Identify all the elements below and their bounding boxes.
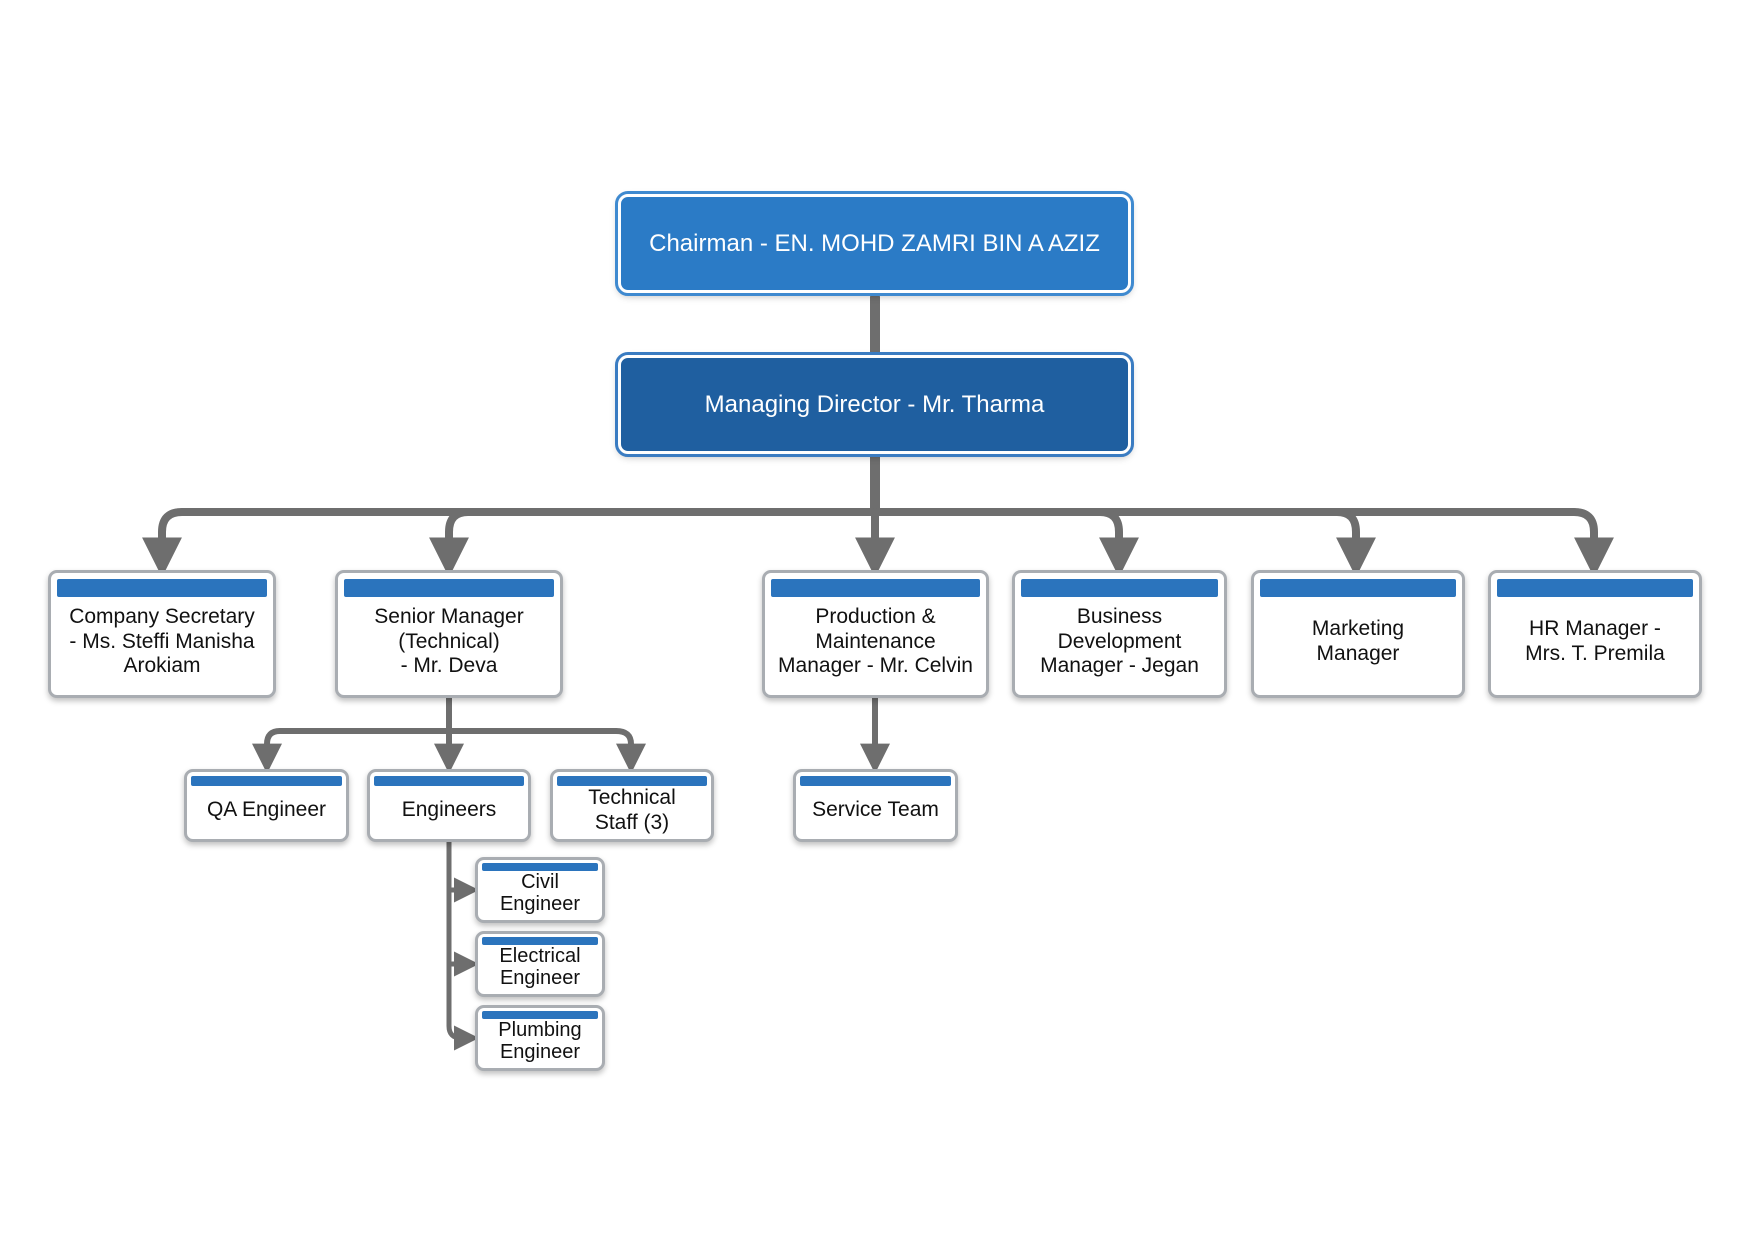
service-team-box: Service Team [793,769,958,842]
electrical-engineer-label: Electrical Engineer [499,944,581,989]
business-development-box: Business Development Manager - Jegan [1012,570,1227,698]
business-development-label: Business Development Manager - Jegan [1040,604,1199,678]
plumbing-engineer-label: Plumbing Engineer [498,1018,582,1063]
senior-manager-label: Senior Manager (Technical) - Mr. Deva [374,604,524,678]
production-manager-label: Production & Maintenance Manager - Mr. C… [778,604,973,678]
electrical-engineer-box: Electrical Engineer [475,931,605,997]
connector-to-technical-staff [613,728,646,774]
connector-to-marketing [1333,508,1376,578]
hr-manager-label: HR Manager - Mrs. T. Premila [1525,617,1665,665]
connector-engineers-trunk [446,839,469,1041]
civil-engineer-label: Civil Engineer [499,870,581,915]
senior-manager-box: Senior Manager (Technical) - Mr. Deva [335,570,563,698]
chairman-box: Chairman - EN. MOHD ZAMRI BIN A AZIZ [615,191,1134,296]
chairman-label: Chairman - EN. MOHD ZAMRI BIN A AZIZ [649,229,1100,257]
connector-to-senior-manager [429,508,472,578]
plumbing-engineer-box: Plumbing Engineer [475,1005,605,1071]
hr-manager-box: HR Manager - Mrs. T. Premila [1488,570,1702,698]
company-secretary-label: Company Secretary - Ms. Steffi Manisha A… [69,604,255,678]
connector-to-qa [252,728,283,774]
managing-director-box: Managing Director - Mr. Tharma [615,352,1134,457]
qa-engineer-box: QA Engineer [184,769,349,842]
connector-to-business-dev [1096,508,1139,578]
company-secretary-box: Company Secretary - Ms. Steffi Manisha A… [48,570,276,698]
engineers-label: Engineers [401,798,497,822]
technical-staff-box: Technical Staff (3) [550,769,714,842]
connector-to-company-secretary [142,508,186,578]
production-manager-box: Production & Maintenance Manager - Mr. C… [762,570,989,698]
marketing-manager-label: Marketing Manager [1311,617,1405,665]
engineers-box: Engineers [367,769,531,842]
qa-engineer-label: QA Engineer [206,798,327,822]
service-team-label: Service Team [812,798,939,822]
civil-engineer-box: Civil Engineer [475,857,605,923]
connector-to-hr [1570,508,1614,578]
marketing-manager-box: Marketing Manager [1251,570,1465,698]
technical-staff-label: Technical Staff (3) [588,785,676,834]
managing-director-label: Managing Director - Mr. Tharma [704,390,1045,418]
